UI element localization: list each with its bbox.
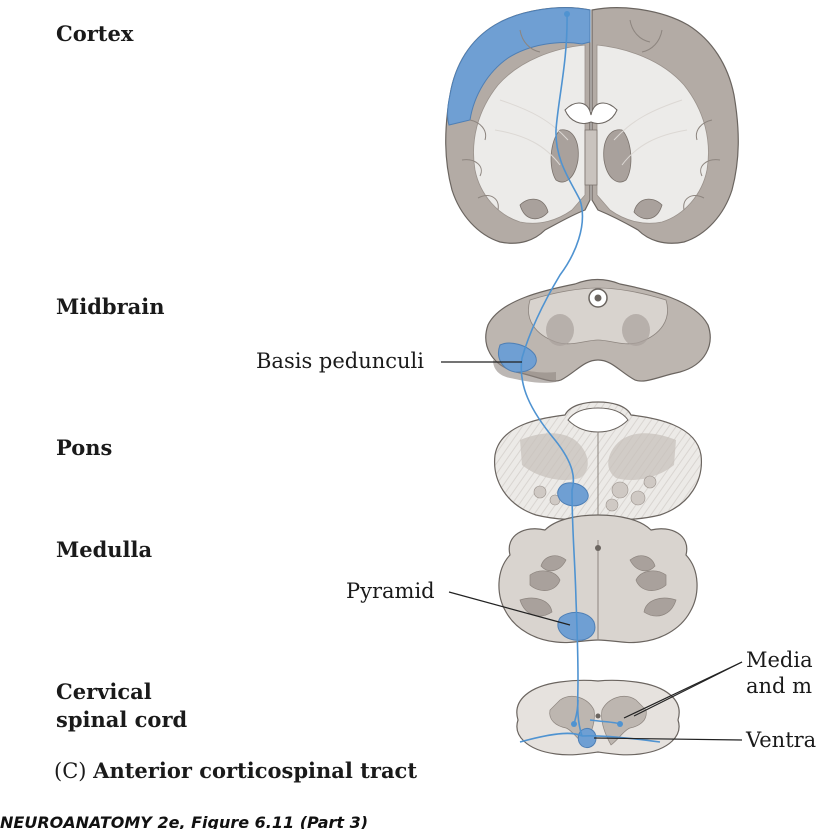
- pons-section: [494, 401, 702, 521]
- callout-ventral: Ventra: [746, 728, 817, 752]
- label-pons: Pons: [56, 435, 113, 460]
- callout-medial: Media and m: [746, 647, 813, 699]
- caption-title: Anterior corticospinal tract: [93, 758, 418, 783]
- callout-pyramid: Pyramid: [346, 579, 435, 603]
- figure-caption: (C) Anterior corticospinal tract: [54, 758, 417, 783]
- corticospinal-tract: [519, 11, 661, 743]
- callout-basis-pedunculi: Basis pedunculi: [256, 349, 424, 373]
- label-cervical-line2: spinal cord: [56, 707, 188, 732]
- label-cervical: Cervical spinal cord: [56, 678, 187, 734]
- label-cervical-line1: Cervical: [56, 679, 152, 704]
- midbrain-section: [485, 278, 711, 383]
- label-medulla: Medulla: [56, 537, 153, 562]
- caption-letter: (C): [54, 759, 87, 783]
- spinal-cord-section: [516, 679, 680, 756]
- cortex-section: [445, 7, 739, 244]
- medulla-section: [498, 514, 698, 644]
- callout-medial-line1: Media: [746, 648, 813, 672]
- callout-medial-line2: and m: [746, 674, 813, 698]
- label-midbrain: Midbrain: [56, 294, 165, 319]
- label-cortex: Cortex: [56, 21, 134, 46]
- leader-lines: [441, 361, 743, 741]
- figure-credit: NEUROANATOMY 2e, Figure 6.11 (Part 3): [0, 813, 369, 829]
